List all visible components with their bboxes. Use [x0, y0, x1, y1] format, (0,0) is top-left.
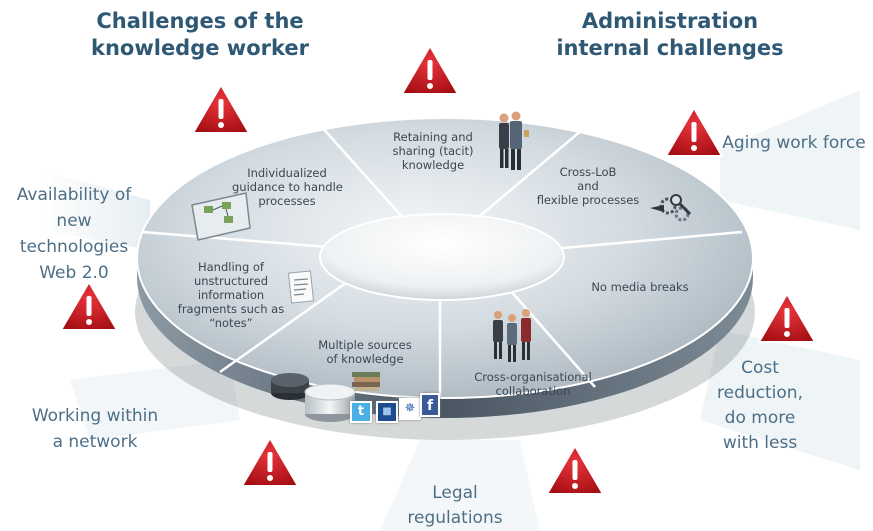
segment-notes: Handling of unstructured information fra…	[177, 260, 285, 330]
heading-knowledge-worker: Challenges of the knowledge worker	[91, 9, 309, 60]
people-square-icon: ■	[376, 401, 398, 423]
label-cost: Cost reduction, do more with less	[717, 358, 803, 453]
twitter-icon: t	[350, 401, 372, 423]
segment-guidance: Individualized guidance to handle proces…	[232, 166, 343, 208]
snowflake-icon: ✵	[399, 398, 421, 420]
warning-icon	[665, 107, 723, 157]
notes-icon	[287, 270, 315, 304]
collaboration-people-icon	[493, 309, 531, 362]
warning-triangles	[60, 45, 816, 495]
heading-administration: Administration internal challenges	[556, 9, 784, 60]
database-icons	[271, 373, 356, 422]
social-icons: t ■ ✵ f	[350, 393, 440, 423]
facebook-icon: f	[420, 393, 440, 417]
segment-tacit: Retaining and sharing (tacit) knowledge	[392, 130, 474, 172]
people-icon	[499, 111, 529, 170]
light-beams	[40, 90, 860, 531]
warning-icon	[758, 293, 816, 343]
label-aging: Aging work force	[722, 133, 866, 153]
warning-icon	[546, 445, 604, 495]
books-icon	[352, 372, 380, 391]
warning-icon	[401, 45, 459, 95]
label-legal: Legal regulations	[407, 483, 503, 528]
label-network: Working within a network	[31, 406, 159, 452]
warning-icon	[241, 437, 299, 487]
magnifier-gears-icon	[650, 194, 692, 222]
disk-hub	[319, 213, 565, 301]
segment-media: No media breaks	[591, 280, 689, 294]
segment-collab: Cross-organisational collaboration	[474, 370, 592, 398]
segment-sources: Multiple sources of knowledge	[318, 338, 412, 366]
process-chart-icon	[191, 192, 251, 241]
segment-lob: Cross-LoB and flexible processes	[536, 165, 640, 207]
segment-dividers	[142, 124, 743, 398]
warning-icon	[192, 84, 250, 134]
warning-icon	[60, 281, 118, 331]
label-availability: Availability of new technologies Web 2.0	[16, 185, 132, 283]
